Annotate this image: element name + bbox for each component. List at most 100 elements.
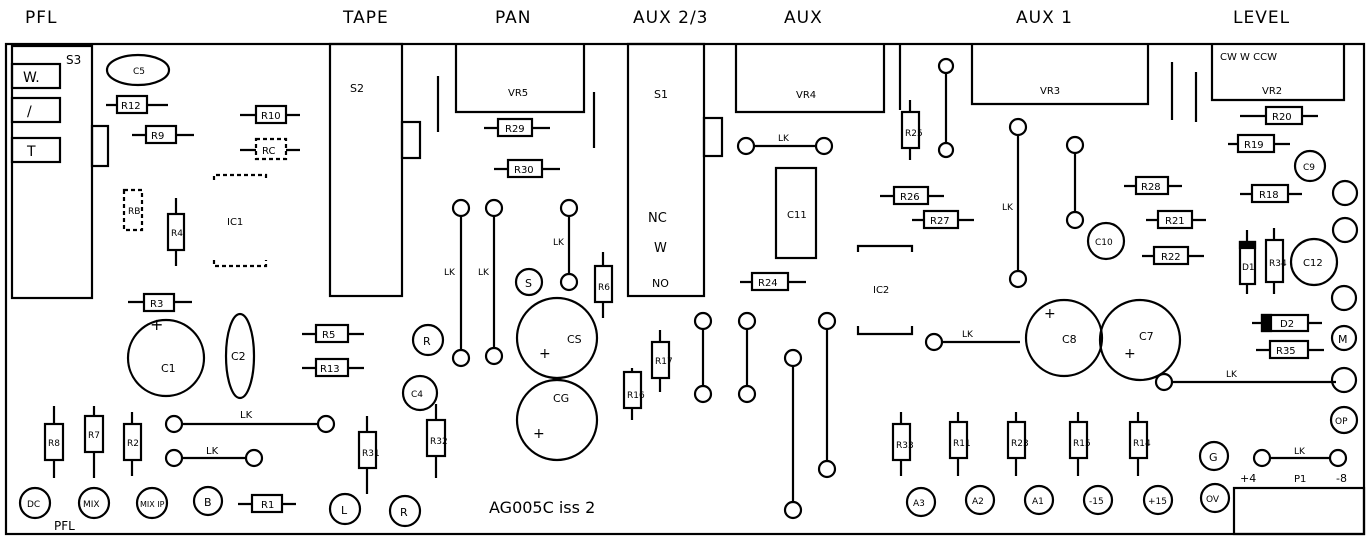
resistor-r27: R27 (912, 209, 974, 230)
capacitor-c7 (1098, 298, 1182, 382)
c9-label: C9 (1303, 163, 1315, 173)
header-pfl: PFL (25, 8, 58, 28)
r7-label: R7 (88, 431, 100, 441)
link-lk-14 (1065, 135, 1085, 230)
pad-mix-ip-label: MIX IP (140, 500, 165, 509)
s3-t-label: T (26, 144, 36, 160)
link-lk-10: LK (736, 134, 834, 156)
link-lk-2: LK (164, 446, 264, 468)
r12-label: R12 (121, 101, 141, 112)
header-aux1: AUX 1 (1016, 8, 1073, 28)
r13-label: R13 (320, 364, 340, 375)
pad-pfl-label: PFL (54, 519, 75, 533)
r28-label: R28 (1141, 182, 1161, 193)
diode-d2: D2 (1252, 313, 1322, 333)
resistor-r28: R28 (1124, 175, 1182, 196)
resistor-r21: R21 (1146, 209, 1206, 230)
ic1-label: IC1 (227, 217, 243, 228)
pad-right-2 (1331, 216, 1359, 244)
r34-label: R34 (1269, 259, 1287, 269)
pad-a3-label: A3 (913, 499, 925, 509)
pad-m: M (1330, 324, 1358, 352)
s1-no-label: NO (652, 277, 669, 290)
r1-label: R1 (261, 500, 274, 511)
capacitor-c11 (774, 166, 818, 260)
r18-label: R18 (1259, 190, 1279, 201)
pot-vr5: VR5 (436, 44, 596, 148)
header-pan: PAN (495, 8, 532, 28)
cs-label: CS (567, 333, 582, 346)
capacitor-cg (515, 378, 599, 462)
resistor-r34: R34 (1264, 228, 1287, 294)
pad-op: OP (1329, 405, 1359, 435)
resistor-r7: R7 (83, 406, 105, 478)
capacitor-c2 (224, 312, 256, 400)
header-aux23: AUX 2/3 (633, 8, 709, 28)
link-lk-7 (737, 311, 757, 404)
r11-label: R11 (953, 439, 971, 449)
link-lk-15: LK (1154, 370, 1336, 392)
resistor-r5: R5 (302, 323, 364, 344)
link-lk-11 (937, 57, 955, 159)
r2-label: R2 (127, 439, 139, 449)
r9-label: R9 (151, 131, 164, 142)
resistor-r31: R31 (357, 416, 380, 494)
pad-right-5 (1330, 366, 1358, 394)
resistor-r32: R32 (425, 404, 448, 478)
pot-vr2: CW W CCW VR2 (1194, 44, 1346, 122)
vr3-label: VR3 (1040, 86, 1060, 97)
pad-mix-label: MIX (83, 500, 100, 510)
p1-p4-label: +4 (1240, 472, 1256, 485)
ic2-label: IC2 (873, 285, 889, 296)
pad-r-bottom-label: R (400, 506, 408, 519)
cg-label: CG (553, 392, 569, 405)
c1-label: C1 (161, 362, 176, 375)
link-lk-9 (817, 311, 837, 479)
resistor-r11: R11 (948, 412, 971, 476)
resistor-r25: R25 (900, 100, 923, 160)
resistor-r1: R1 (238, 493, 296, 514)
r30-label: R30 (514, 165, 534, 176)
r10-label: R10 (261, 111, 281, 122)
pad-r-mid-label: R (423, 335, 431, 348)
c8-plus: + (1044, 306, 1056, 322)
resistor-r6: R6 (593, 252, 614, 318)
r16-label: R16 (627, 391, 645, 401)
link-lk-12: LK (924, 330, 1020, 352)
link-lk-4 (484, 198, 504, 366)
link-lk-6 (693, 311, 713, 404)
lk-label: LK (1226, 370, 1238, 380)
resistor-r4: R4 (166, 198, 186, 266)
resistor-r33: R33 (891, 412, 914, 476)
resistor-r20: R20 (1240, 105, 1318, 126)
r17-label: R17 (655, 357, 673, 367)
r22-label: R22 (1161, 252, 1181, 263)
r5-label: R5 (322, 330, 335, 341)
r14-label: R14 (1133, 439, 1151, 449)
capacitor-c9 (1293, 149, 1327, 183)
resistor-rb: RB (122, 188, 144, 232)
resistor-r13: R13 (302, 357, 364, 378)
capacitor-c1 (126, 318, 206, 398)
capacitor-c4 (401, 374, 439, 412)
s3-w-label: W. (23, 70, 40, 86)
switch-s2: S2 (328, 42, 422, 298)
board-outline (4, 42, 1366, 536)
pad-s: S (514, 267, 544, 297)
pad-b-label: B (204, 496, 212, 509)
rc-label: RC (262, 146, 275, 157)
pot-vr3: VR3 (970, 44, 1174, 120)
c8-label: C8 (1062, 333, 1077, 346)
pad-p15-label: +15 (1148, 497, 1167, 507)
s1-label: S1 (654, 88, 668, 101)
c11-label: C11 (787, 210, 807, 221)
header-level: LEVEL (1233, 8, 1291, 28)
cs-plus: + (539, 346, 551, 362)
vr2-cw-w-ccw-labels: CW W CCW (1220, 52, 1277, 63)
pot-vr4: VR4 (734, 44, 902, 114)
link-lk-3 (451, 198, 471, 368)
lk-label: LK (478, 268, 490, 278)
resistor-r19: R19 (1228, 133, 1290, 154)
pad-r-bottom: R (388, 494, 422, 528)
